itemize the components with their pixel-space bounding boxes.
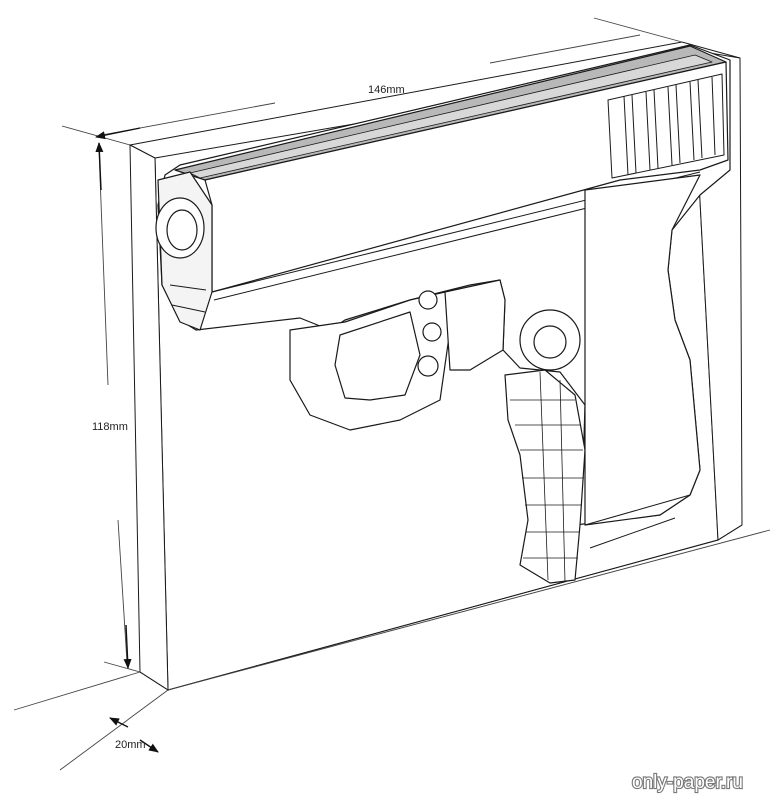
pistol-relief bbox=[155, 44, 731, 584]
hammer-ring-inner bbox=[533, 325, 567, 359]
grip-facets bbox=[510, 371, 584, 583]
trigger-housing bbox=[444, 279, 506, 371]
slide-serrations bbox=[607, 73, 725, 179]
trigger-hole-middle bbox=[422, 322, 442, 342]
length-arrow-left bbox=[95, 127, 141, 140]
trigger-hole-bottom bbox=[417, 355, 439, 377]
height-arrow-bottom bbox=[123, 624, 132, 669]
depth-arrow-left bbox=[109, 717, 129, 728]
muzzle-bore-inner bbox=[166, 209, 198, 251]
rear-frame-panel bbox=[584, 174, 701, 526]
trigger-hole-top bbox=[418, 290, 438, 310]
watermark: only-paper.ru bbox=[632, 772, 743, 793]
height-arrow-top bbox=[95, 142, 104, 191]
length-label: 146mm bbox=[368, 84, 405, 96]
box-bottom-edge bbox=[139, 524, 743, 691]
depth-arrow-right bbox=[139, 739, 159, 753]
grip bbox=[504, 369, 586, 584]
trigger-guard-opening bbox=[334, 311, 421, 401]
height-label: 118mm bbox=[92, 421, 128, 433]
slide-top-rail-inner bbox=[189, 54, 713, 179]
depth-label: 20mm bbox=[115, 739, 146, 751]
dimension-arrows bbox=[95, 127, 159, 753]
